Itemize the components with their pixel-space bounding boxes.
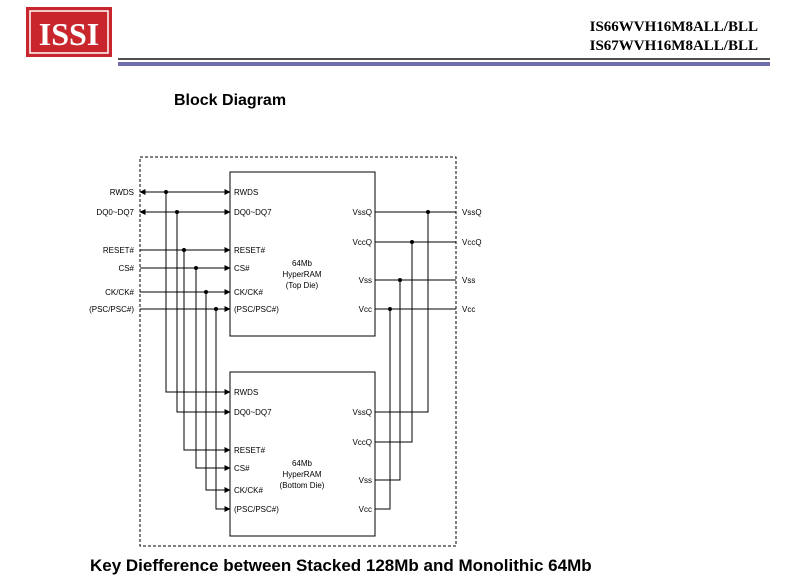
junction-dot — [204, 290, 208, 294]
psc-branch — [215, 309, 231, 512]
bottom-pin-vssq: VssQ — [352, 408, 372, 417]
ext-label-rwds: RWDS — [110, 188, 134, 197]
header-rule-accent — [118, 62, 770, 66]
bottom-pin-dq: DQ0~DQ7 — [234, 408, 272, 417]
top-pin-vssq: VssQ — [352, 208, 372, 217]
top-die-label-3: (Top Die) — [286, 281, 319, 290]
vss-branch — [375, 280, 401, 481]
ext-label-vss: Vss — [462, 276, 475, 285]
vcc-branch — [375, 309, 391, 510]
junction-dot — [214, 307, 218, 311]
bottom-die-label-2: HyperRAM — [282, 470, 321, 479]
junction-dot — [388, 307, 392, 311]
bottom-pin-reset: RESET# — [234, 446, 266, 455]
ext-label-ck: CK/CK# — [105, 288, 134, 297]
dq-branch — [176, 212, 231, 415]
top-die-label-2: HyperRAM — [282, 270, 321, 279]
bottom-pin-vss: Vss — [359, 476, 372, 485]
part-number-1: IS66WVH16M8ALL/BLL — [589, 19, 758, 35]
top-pin-psc: (PSC/PSC#) — [234, 305, 279, 314]
junction-dot — [175, 210, 179, 214]
top-die-label-1: 64Mb — [292, 259, 313, 268]
ext-label-psc: (PSC/PSC#) — [89, 305, 134, 314]
junction-dot — [398, 278, 402, 282]
top-die-box — [229, 171, 376, 337]
bottom-pin-psc: (PSC/PSC#) — [234, 505, 279, 514]
top-pin-vcc: Vcc — [359, 305, 372, 314]
top-pin-cs: CS# — [234, 264, 250, 273]
ck-branch — [205, 292, 231, 493]
section-title: Block Diagram — [174, 92, 287, 109]
top-pin-vss: Vss — [359, 276, 372, 285]
comparison-title: Key Diefference between Stacked 128Mb an… — [90, 556, 592, 575]
logo-text: ISSI — [39, 16, 100, 52]
junction-dot — [410, 240, 414, 244]
issi-logo: ISSI — [26, 7, 112, 57]
junction-dot — [426, 210, 430, 214]
vccq-branch — [375, 242, 413, 443]
top-pin-reset: RESET# — [234, 246, 266, 255]
vssq-branch — [375, 212, 429, 413]
ext-label-dq: DQ0~DQ7 — [96, 208, 134, 217]
bottom-pin-vccq: VccQ — [352, 438, 372, 447]
ext-label-vssq: VssQ — [462, 208, 482, 217]
cs-branch — [195, 268, 231, 471]
ext-label-reset: RESET# — [103, 246, 135, 255]
header-rule — [118, 58, 770, 60]
junction-dot — [194, 266, 198, 270]
reset-branch — [183, 250, 231, 453]
ext-label-vccq: VccQ — [462, 238, 482, 247]
top-pin-rwds: RWDS — [234, 188, 258, 197]
top-pin-vccq: VccQ — [352, 238, 372, 247]
part-number-2: IS67WVH16M8ALL/BLL — [589, 38, 758, 54]
bottom-pin-ck: CK/CK# — [234, 486, 263, 495]
package-outline — [139, 156, 457, 547]
bottom-pin-cs: CS# — [234, 464, 250, 473]
bottom-pin-vcc: Vcc — [359, 505, 372, 514]
top-pin-dq: DQ0~DQ7 — [234, 208, 272, 217]
ext-label-cs: CS# — [118, 264, 134, 273]
top-pin-ck: CK/CK# — [234, 288, 263, 297]
bottom-pin-rwds: RWDS — [234, 388, 258, 397]
bottom-die-label-3: (Bottom Die) — [280, 481, 325, 490]
junction-dot — [164, 190, 168, 194]
bottom-die-label-1: 64Mb — [292, 459, 313, 468]
junction-dot — [182, 248, 186, 252]
bottom-die-box — [229, 371, 376, 537]
rwds-branch — [165, 192, 231, 395]
ext-label-vcc: Vcc — [462, 305, 475, 314]
